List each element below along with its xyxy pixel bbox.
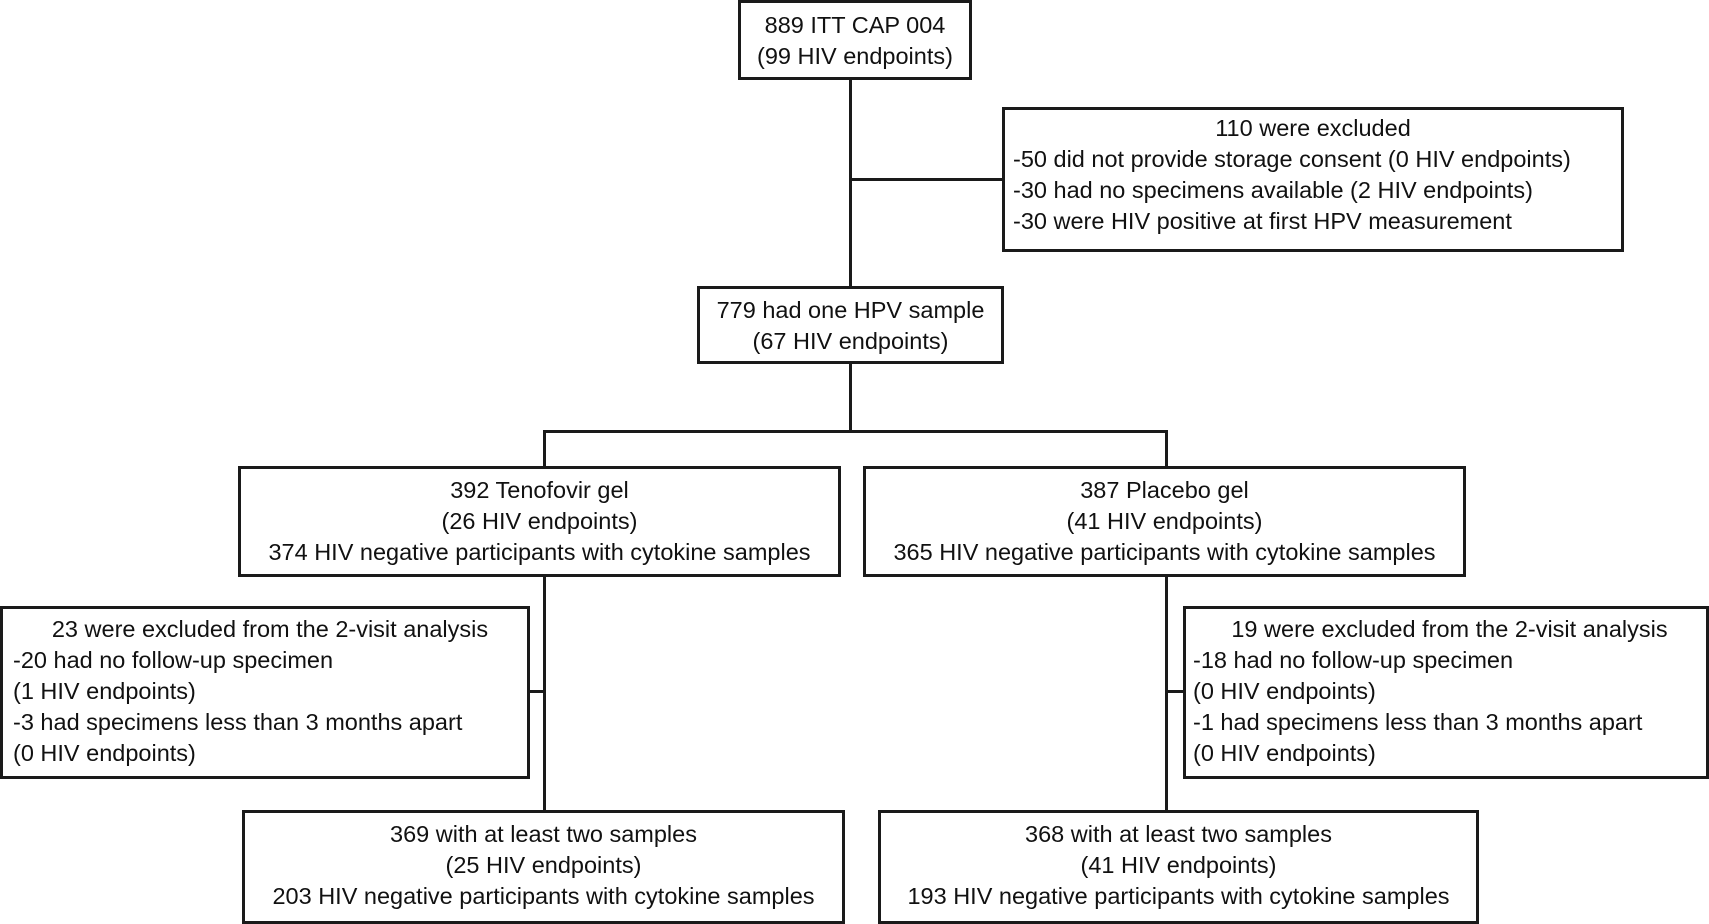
placebo-line-3: 365 HIV negative participants with cytok… <box>893 539 1436 565</box>
placebo-line-2: (41 HIV endpoints) <box>1066 508 1263 534</box>
placebo-box: 387 Placebo gel (41 HIV endpoints) 365 H… <box>863 466 1466 577</box>
connector-split-to-tenofovir <box>543 430 546 468</box>
excluded-placebo-line-2: -18 had no follow-up specimen <box>1193 647 1514 673</box>
excluded-tenofovir-box: 23 were excluded from the 2-visit analys… <box>0 606 530 779</box>
excluded-placebo-line-4: -1 had specimens less than 3 months apar… <box>1193 709 1643 735</box>
connector-split-horizontal <box>543 430 1168 433</box>
tenofovir-line-2: (26 HIV endpoints) <box>441 508 638 534</box>
tenofovir-two-box: 369 with at least two samples (25 HIV en… <box>242 810 845 924</box>
excluded-placebo-line-3: (0 HIV endpoints) <box>1193 678 1376 704</box>
excluded-placebo-box: 19 were excluded from the 2-visit analys… <box>1183 606 1709 779</box>
excluded-tenofovir-line-3: (1 HIV endpoints) <box>13 678 196 704</box>
excluded-top-line-2: -50 did not provide storage consent (0 H… <box>1013 146 1571 172</box>
itt-box: 889 ITT CAP 004 (99 HIV endpoints) <box>738 0 972 80</box>
excluded-placebo-line-5: (0 HIV endpoints) <box>1193 740 1376 766</box>
connector-split-to-placebo <box>1165 430 1168 468</box>
excluded-top-box: 110 were excluded -50 did not provide st… <box>1002 107 1624 252</box>
placebo-two-box: 368 with at least two samples (41 HIV en… <box>878 810 1479 924</box>
excluded-top-line-1: 110 were excluded <box>1215 115 1411 141</box>
hpv-sample-line-2: (67 HIV endpoints) <box>752 328 949 354</box>
connector-hpv-to-split <box>849 361 852 432</box>
connector-to-excluded-placebo <box>1165 690 1185 693</box>
excluded-placebo-line-1: 19 were excluded from the 2-visit analys… <box>1231 616 1668 642</box>
placebo-line-1: 387 Placebo gel <box>1080 477 1249 503</box>
connector-to-excluded-top <box>849 178 1002 181</box>
excluded-tenofovir-line-2: -20 had no follow-up specimen <box>13 647 334 673</box>
tenofovir-line-1: 392 Tenofovir gel <box>450 477 629 503</box>
placebo-two-line-1: 368 with at least two samples <box>1025 821 1332 847</box>
excluded-tenofovir-line-5: (0 HIV endpoints) <box>13 740 196 766</box>
itt-line-2: (99 HIV endpoints) <box>757 43 953 69</box>
excluded-tenofovir-line-1: 23 were excluded from the 2-visit analys… <box>51 616 489 642</box>
connector-tenofovir-to-two <box>543 574 546 812</box>
connector-itt-to-hpv <box>849 77 852 289</box>
tenofovir-box: 392 Tenofovir gel (26 HIV endpoints) 374… <box>238 466 841 577</box>
tenofovir-line-3: 374 HIV negative participants with cytok… <box>268 539 811 565</box>
tenofovir-two-line-1: 369 with at least two samples <box>390 821 697 847</box>
excluded-top-line-4: -30 were HIV positive at first HPV measu… <box>1013 208 1512 234</box>
hpv-sample-line-1: 779 had one HPV sample <box>716 297 985 323</box>
tenofovir-two-line-2: (25 HIV endpoints) <box>445 852 642 878</box>
placebo-two-line-2: (41 HIV endpoints) <box>1080 852 1277 878</box>
excluded-tenofovir-line-4: -3 had specimens less than 3 months apar… <box>13 709 463 735</box>
tenofovir-two-line-3: 203 HIV negative participants with cytok… <box>272 883 815 909</box>
connector-to-excluded-tenofovir <box>528 690 546 693</box>
itt-line-1: 889 ITT CAP 004 <box>764 12 946 38</box>
excluded-top-line-3: -30 had no specimens available (2 HIV en… <box>1013 177 1533 203</box>
placebo-two-line-3: 193 HIV negative participants with cytok… <box>907 883 1450 909</box>
hpv-sample-box: 779 had one HPV sample (67 HIV endpoints… <box>697 286 1004 364</box>
connector-placebo-to-two <box>1165 574 1168 812</box>
